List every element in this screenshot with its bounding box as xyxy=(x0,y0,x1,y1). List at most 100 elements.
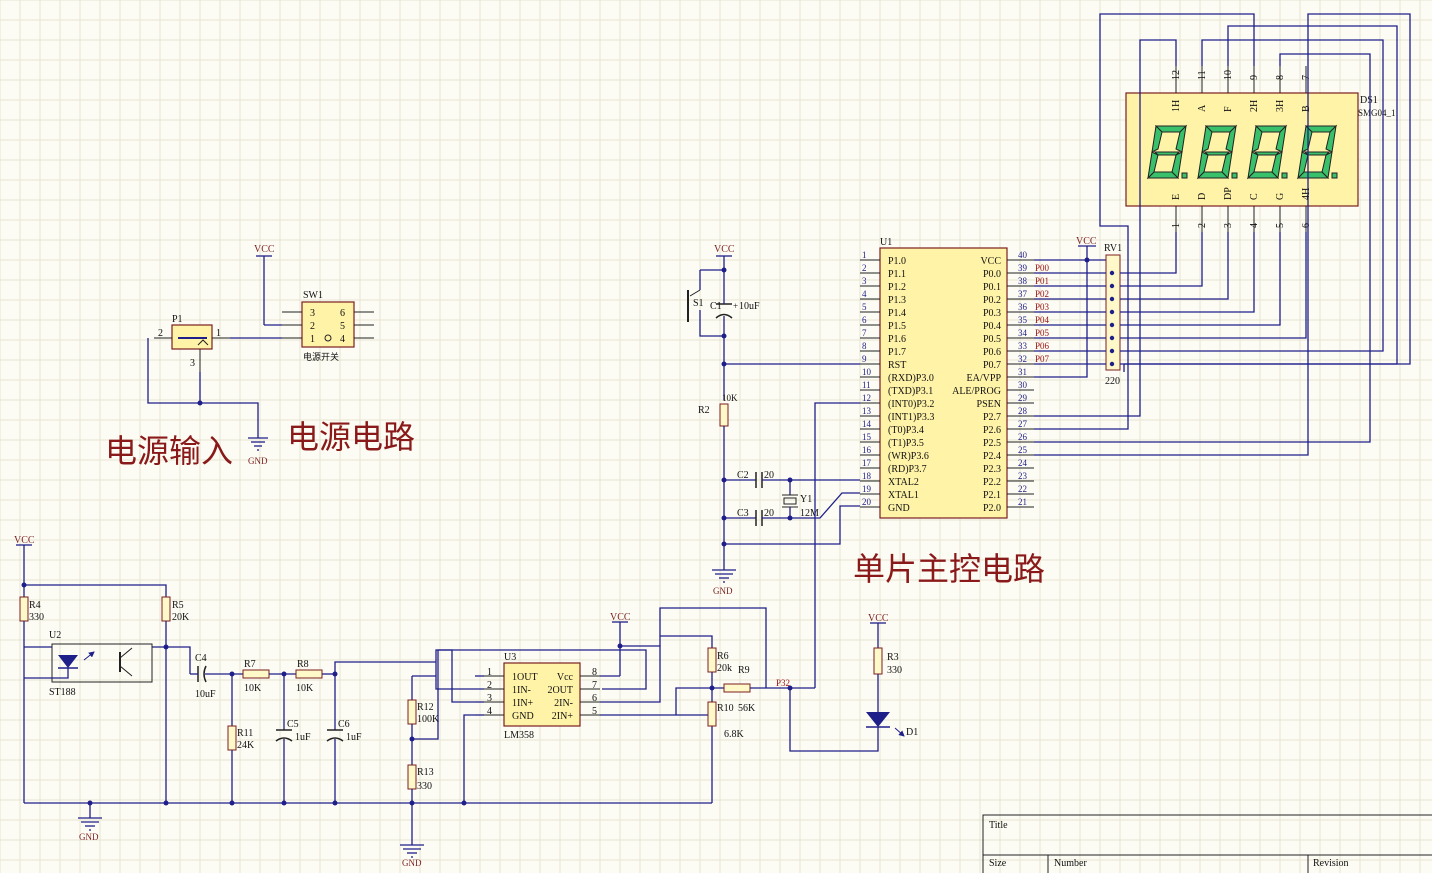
mcu-pin-number: 35 xyxy=(1018,315,1028,325)
display-pin-number: 10 xyxy=(1223,70,1234,80)
sw1-pin-r2: 5 xyxy=(340,321,345,332)
opamp-pin-name: Vcc xyxy=(557,672,574,683)
mcu-u1[interactable]: U1 1P1.02P1.13P1.24P1.35P1.46P1.57P1.68P… xyxy=(860,237,1034,519)
r9-value: 56K xyxy=(738,703,756,714)
y1-crystal[interactable]: Y1 12M xyxy=(782,477,819,521)
y1-ref: Y1 xyxy=(800,494,812,505)
r13-value: 330 xyxy=(417,781,432,792)
c6-capacitor[interactable]: C6 1uF xyxy=(326,719,362,743)
r3-resistor[interactable]: R3 330 xyxy=(873,647,902,676)
p32-net-label: P32 xyxy=(776,678,790,688)
mcu-right-pins: 40VCC39P0.038P0.137P0.236P0.335P0.434P0.… xyxy=(952,250,1034,514)
mcu-pin-name: XTAL2 xyxy=(888,477,919,488)
mcu-pin-name: P0.4 xyxy=(983,321,1001,332)
opamp-pin-name: 2IN- xyxy=(554,698,573,709)
r6-resistor[interactable]: R6 20k xyxy=(707,647,732,674)
mcu-pin-number: 40 xyxy=(1018,250,1028,260)
mcu-pin-number: 11 xyxy=(862,380,871,390)
r11-resistor[interactable]: R11 24K xyxy=(227,725,255,751)
r5-resistor[interactable]: R5 20K xyxy=(161,596,190,623)
vcc-symbol: VCC xyxy=(254,244,275,325)
r3-value: 330 xyxy=(887,665,902,676)
mcu-pin-name: P1.7 xyxy=(888,347,906,358)
mcu-pin-number: 13 xyxy=(862,406,872,416)
mcu-pin-number: 10 xyxy=(862,367,872,377)
ds1-ref: DS1 xyxy=(1360,95,1378,106)
opamp-pin-name: 1IN- xyxy=(512,685,531,696)
mcu-pin-name: P2.0 xyxy=(983,503,1001,514)
c2-capacitor[interactable]: C2 20 xyxy=(724,470,774,488)
r7-ref: R7 xyxy=(244,659,256,670)
mcu-pin-name: P2.7 xyxy=(983,412,1001,423)
sw1-pin-r1: 6 xyxy=(340,308,345,319)
display-segment-name: C xyxy=(1249,193,1260,200)
opamp-vcc-label: VCC xyxy=(610,612,631,623)
r5-value: 20K xyxy=(172,612,190,623)
mcu-pin-name: GND xyxy=(888,503,910,514)
sw1-power-switch[interactable]: SW1 3 2 1 6 5 4 电源开关 xyxy=(282,290,374,362)
c5-capacitor[interactable]: C5 1uF xyxy=(275,719,311,743)
r11-value: 24K xyxy=(237,740,255,751)
display-segment-name: 4H xyxy=(1301,188,1312,200)
display-segment-name: F xyxy=(1223,106,1234,112)
opamp-pin-number: 7 xyxy=(592,680,597,691)
p1-power-jack[interactable]: P1 2 1 3 xyxy=(154,314,230,372)
opamp-pin-number: 1 xyxy=(487,667,492,678)
c6-value: 1uF xyxy=(346,732,362,743)
mcu-pin-number: 27 xyxy=(1018,419,1028,429)
r10-resistor[interactable]: R10 56K 6.8K xyxy=(707,701,756,740)
opamp-pin-name: 2OUT xyxy=(547,685,573,696)
c1-value: 10uF xyxy=(739,301,760,312)
c1-capacitor[interactable]: C1 + 10uF xyxy=(710,301,760,319)
svg-text:+: + xyxy=(733,301,738,311)
r13-ref: R13 xyxy=(417,767,434,778)
opamp-pin-number: 4 xyxy=(487,706,492,717)
r2-resistor[interactable]: 10K R2 xyxy=(698,393,738,427)
title-block: Title Size Number Revision xyxy=(982,814,1432,873)
mcu-pin-number: 16 xyxy=(862,445,872,455)
p1-ref: P1 xyxy=(172,314,183,325)
mcu-pin-number: 29 xyxy=(1018,393,1028,403)
r13-resistor[interactable]: R13 330 xyxy=(407,764,434,792)
led-vcc-label: VCC xyxy=(868,613,889,624)
r6-ref: R6 xyxy=(717,651,729,662)
mcu-pin-number: 26 xyxy=(1018,432,1028,442)
r12-resistor[interactable]: R12 100K xyxy=(407,699,440,725)
opamp-pin-number: 6 xyxy=(592,693,597,704)
p1-pin-3: 3 xyxy=(190,358,195,369)
title-block-size: Size xyxy=(989,858,1007,869)
mcu-pin-name: P2.4 xyxy=(983,451,1001,462)
sw1-pin-l2: 2 xyxy=(310,321,315,332)
s1-reset-button[interactable]: S1 xyxy=(687,270,724,337)
d1-led[interactable]: D1 xyxy=(866,712,918,740)
d1-ref: D1 xyxy=(906,727,918,738)
r7-resistor[interactable]: R7 10K xyxy=(242,659,270,694)
mcu-pin-number: 19 xyxy=(862,484,872,494)
section-label-power-circuit: 电源电路 xyxy=(287,418,415,456)
seven-segment-digit xyxy=(1196,124,1238,180)
c3-capacitor[interactable]: C3 20 xyxy=(724,508,774,526)
c4-value: 10uF xyxy=(195,689,216,700)
display-pin-number: 9 xyxy=(1249,75,1260,80)
section-label-mcu-circuit: 单片主控电路 xyxy=(853,550,1045,588)
r7-value: 10K xyxy=(244,683,262,694)
mcu-pin-number: 38 xyxy=(1018,276,1028,286)
r4-resistor[interactable]: R4 330 xyxy=(19,596,44,623)
c5-value: 1uF xyxy=(295,732,311,743)
sensor-vcc-label: VCC xyxy=(14,535,35,546)
p1-pin-2: 2 xyxy=(158,328,163,339)
mcu-pin-name: P0.3 xyxy=(983,308,1001,319)
r8-resistor[interactable]: R8 10K xyxy=(295,659,323,694)
mcu-pin-number: 18 xyxy=(862,471,872,481)
mcu-pin-name: P1.3 xyxy=(888,295,906,306)
opamp-pin-name: 1IN+ xyxy=(512,698,534,709)
seven-segment-digits xyxy=(1146,124,1338,180)
sensor-gnd-symbol: GND xyxy=(78,817,102,842)
opamp-pin-number: 8 xyxy=(592,667,597,678)
display-segment-name: G xyxy=(1275,193,1286,200)
